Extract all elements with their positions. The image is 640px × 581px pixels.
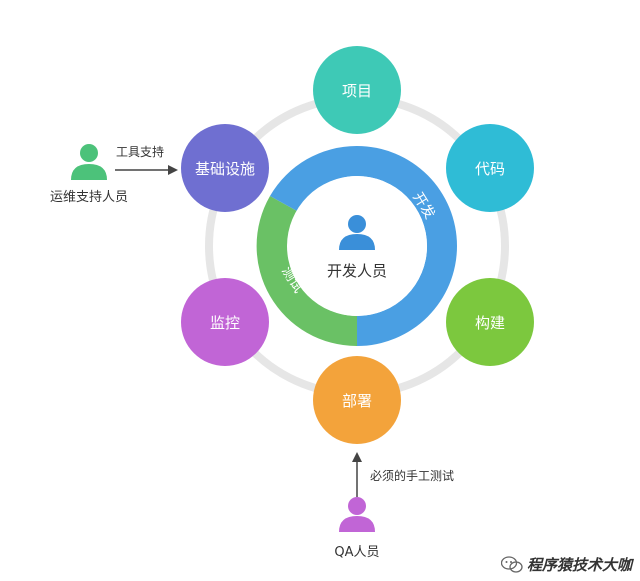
qa-person-label: QA人员 [334,545,379,560]
watermark: 程序猿技术大咖 [500,554,632,575]
node-code-circle [446,124,534,212]
qa-arrow [352,452,362,497]
ops-arrow [115,165,178,175]
node-project-circle [313,46,401,134]
node-project[interactable]: 项目 [313,46,401,134]
watermark-text: 程序猿技术大咖 [526,556,632,574]
node-deploy[interactable]: 部署 [313,356,401,444]
node-deploy-circle [313,356,401,444]
node-infra-label: 基础设施 [195,160,255,178]
node-code-label: 代码 [475,160,505,178]
test-arc [256,196,357,347]
ops-person: 运维支持人员 [50,144,128,205]
dev-arc [357,146,457,346]
node-build-circle [446,278,534,366]
dev-arc-top [270,145,357,211]
ops-person-icon [71,144,107,180]
center-label: 开发人员 [327,262,387,280]
node-monitor[interactable]: 监控 [181,278,269,366]
qa-person-icon [339,497,375,532]
node-deploy-label: 部署 [342,392,372,410]
node-build[interactable]: 构建 [446,278,534,366]
node-code[interactable]: 代码 [446,124,534,212]
node-build-label: 构建 [475,314,505,332]
node-infra[interactable]: 基础设施 [181,124,269,212]
developer-person-icon [339,215,375,250]
center-donut: 开发 测试 开发人员 [256,145,457,347]
node-project-label: 项目 [342,82,372,100]
node-infra-circle [181,124,269,212]
qa-arrow-label: 必须的手工测试 [370,468,454,483]
qa-person: QA人员 [334,497,380,560]
ops-arrow-label: 工具支持 [116,144,164,159]
ops-person-label: 运维支持人员 [50,190,128,205]
wechat-icon [500,555,523,574]
node-monitor-label: 监控 [210,314,240,332]
node-monitor-circle [181,278,269,366]
